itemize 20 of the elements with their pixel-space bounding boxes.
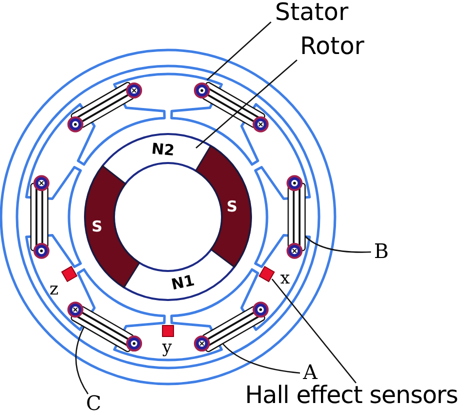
phase-label: C	[86, 393, 102, 413]
hall-sensor	[162, 325, 174, 337]
sensor-caption: Hall effect sensors	[245, 383, 458, 407]
sensor-label: x	[280, 270, 290, 288]
hall-sensor	[258, 266, 275, 282]
pole-label: S	[226, 200, 238, 214]
leader-line	[272, 278, 356, 384]
sensor-label: z	[50, 282, 58, 298]
sensor-label: y	[162, 340, 172, 356]
rotor-label: Rotor	[300, 34, 364, 58]
pole-label: S	[92, 220, 102, 234]
stator-label: Stator	[275, 0, 348, 24]
leader-line	[304, 236, 372, 253]
phase-label: A	[303, 362, 318, 382]
pole-label: N2	[150, 142, 176, 158]
pole-label: N1	[170, 273, 196, 293]
phase-label: B	[374, 241, 389, 261]
leader-line	[206, 22, 272, 80]
leader-line	[196, 60, 298, 148]
rotor	[84, 133, 252, 301]
